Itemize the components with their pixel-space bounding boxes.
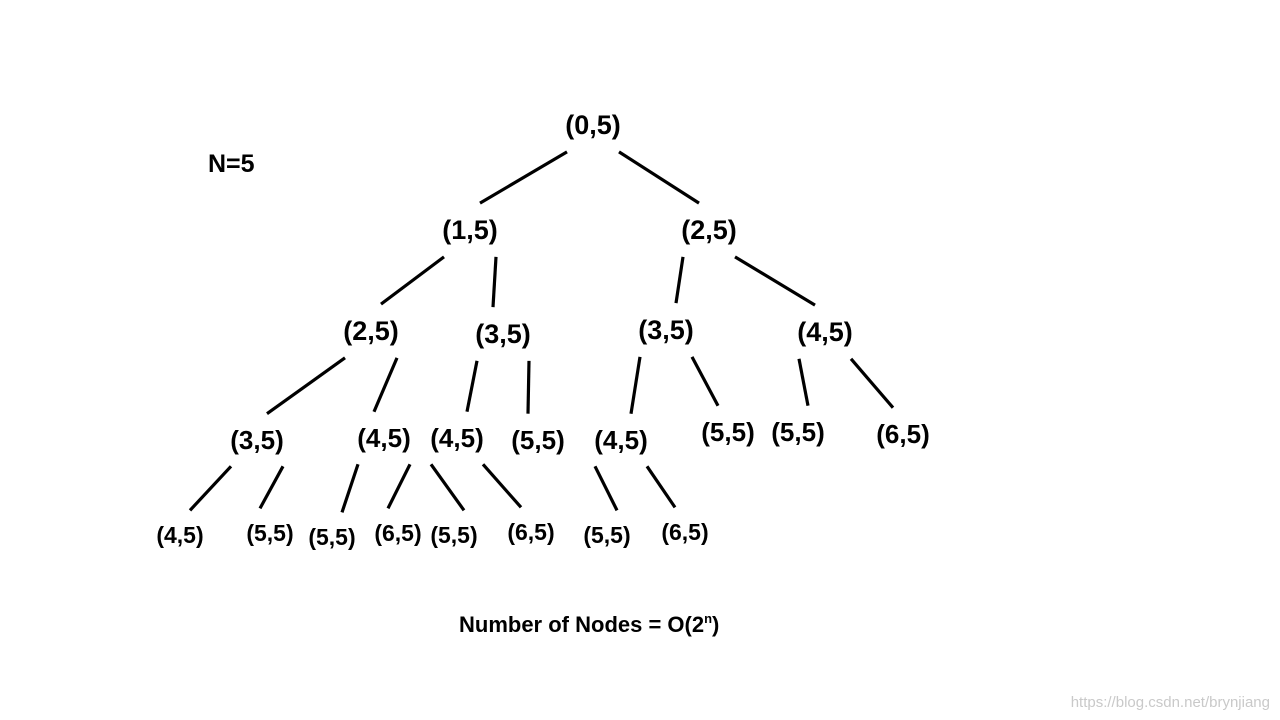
tree-edge xyxy=(526,360,531,414)
tree-edge xyxy=(618,150,700,205)
tree-edge xyxy=(491,256,498,308)
n-value-label: N=5 xyxy=(208,150,255,178)
tree-node: (3,5) xyxy=(230,425,283,455)
tree-edge xyxy=(386,463,412,510)
tree-edge xyxy=(645,465,677,509)
tree-node: (5,5) xyxy=(511,425,564,455)
tree-node: (6,5) xyxy=(661,519,708,545)
tree-node: (0,5) xyxy=(565,110,621,140)
tree-node: (5,5) xyxy=(701,417,754,447)
tree-edge xyxy=(465,360,479,413)
tree-node: (4,5) xyxy=(797,317,853,347)
caption-prefix: Number of Nodes = O(2 xyxy=(459,612,705,637)
edges xyxy=(188,150,895,513)
tree-node: (6,5) xyxy=(374,520,421,546)
tree-node: (5,5) xyxy=(308,524,355,550)
tree-edge xyxy=(380,255,445,306)
tree-edge xyxy=(674,256,685,304)
watermark: https://blog.csdn.net/brynjiang xyxy=(1070,694,1270,711)
tree-edge xyxy=(593,465,619,512)
tree-node: (3,5) xyxy=(638,315,694,345)
tree-node: (5,5) xyxy=(246,520,293,546)
tree-node: (2,5) xyxy=(343,316,399,346)
tree-node: (4,5) xyxy=(594,425,647,455)
tree-edge xyxy=(734,255,816,307)
tree-edge xyxy=(629,356,642,414)
tree-edge xyxy=(797,358,810,407)
tree-edge xyxy=(479,150,568,205)
tree-node: (6,5) xyxy=(876,419,929,449)
tree-edge xyxy=(481,463,523,509)
tree-edge xyxy=(849,357,895,409)
tree-edge xyxy=(372,357,399,413)
tree-node: (1,5) xyxy=(442,215,498,245)
complexity-caption: Number of Nodes = O(2n) xyxy=(459,612,719,638)
tree-node: (5,5) xyxy=(771,417,824,447)
tree-edge xyxy=(188,465,233,512)
tree-edge xyxy=(429,463,466,512)
tree-node: (2,5) xyxy=(681,215,737,245)
tree-node: (4,5) xyxy=(156,522,203,548)
tree-edge xyxy=(340,463,360,513)
tree-edge xyxy=(690,356,720,407)
caption-suffix: ) xyxy=(712,612,720,637)
tree-edge xyxy=(266,356,346,416)
tree-node: (3,5) xyxy=(475,319,531,349)
caption-exponent: n xyxy=(704,611,713,626)
tree-node: (5,5) xyxy=(583,522,630,548)
tree-node: (6,5) xyxy=(507,519,554,545)
tree-edge xyxy=(258,465,285,510)
tree-node: (5,5) xyxy=(430,522,477,548)
tree-node: (4,5) xyxy=(430,423,483,453)
tree-node: (4,5) xyxy=(357,423,410,453)
